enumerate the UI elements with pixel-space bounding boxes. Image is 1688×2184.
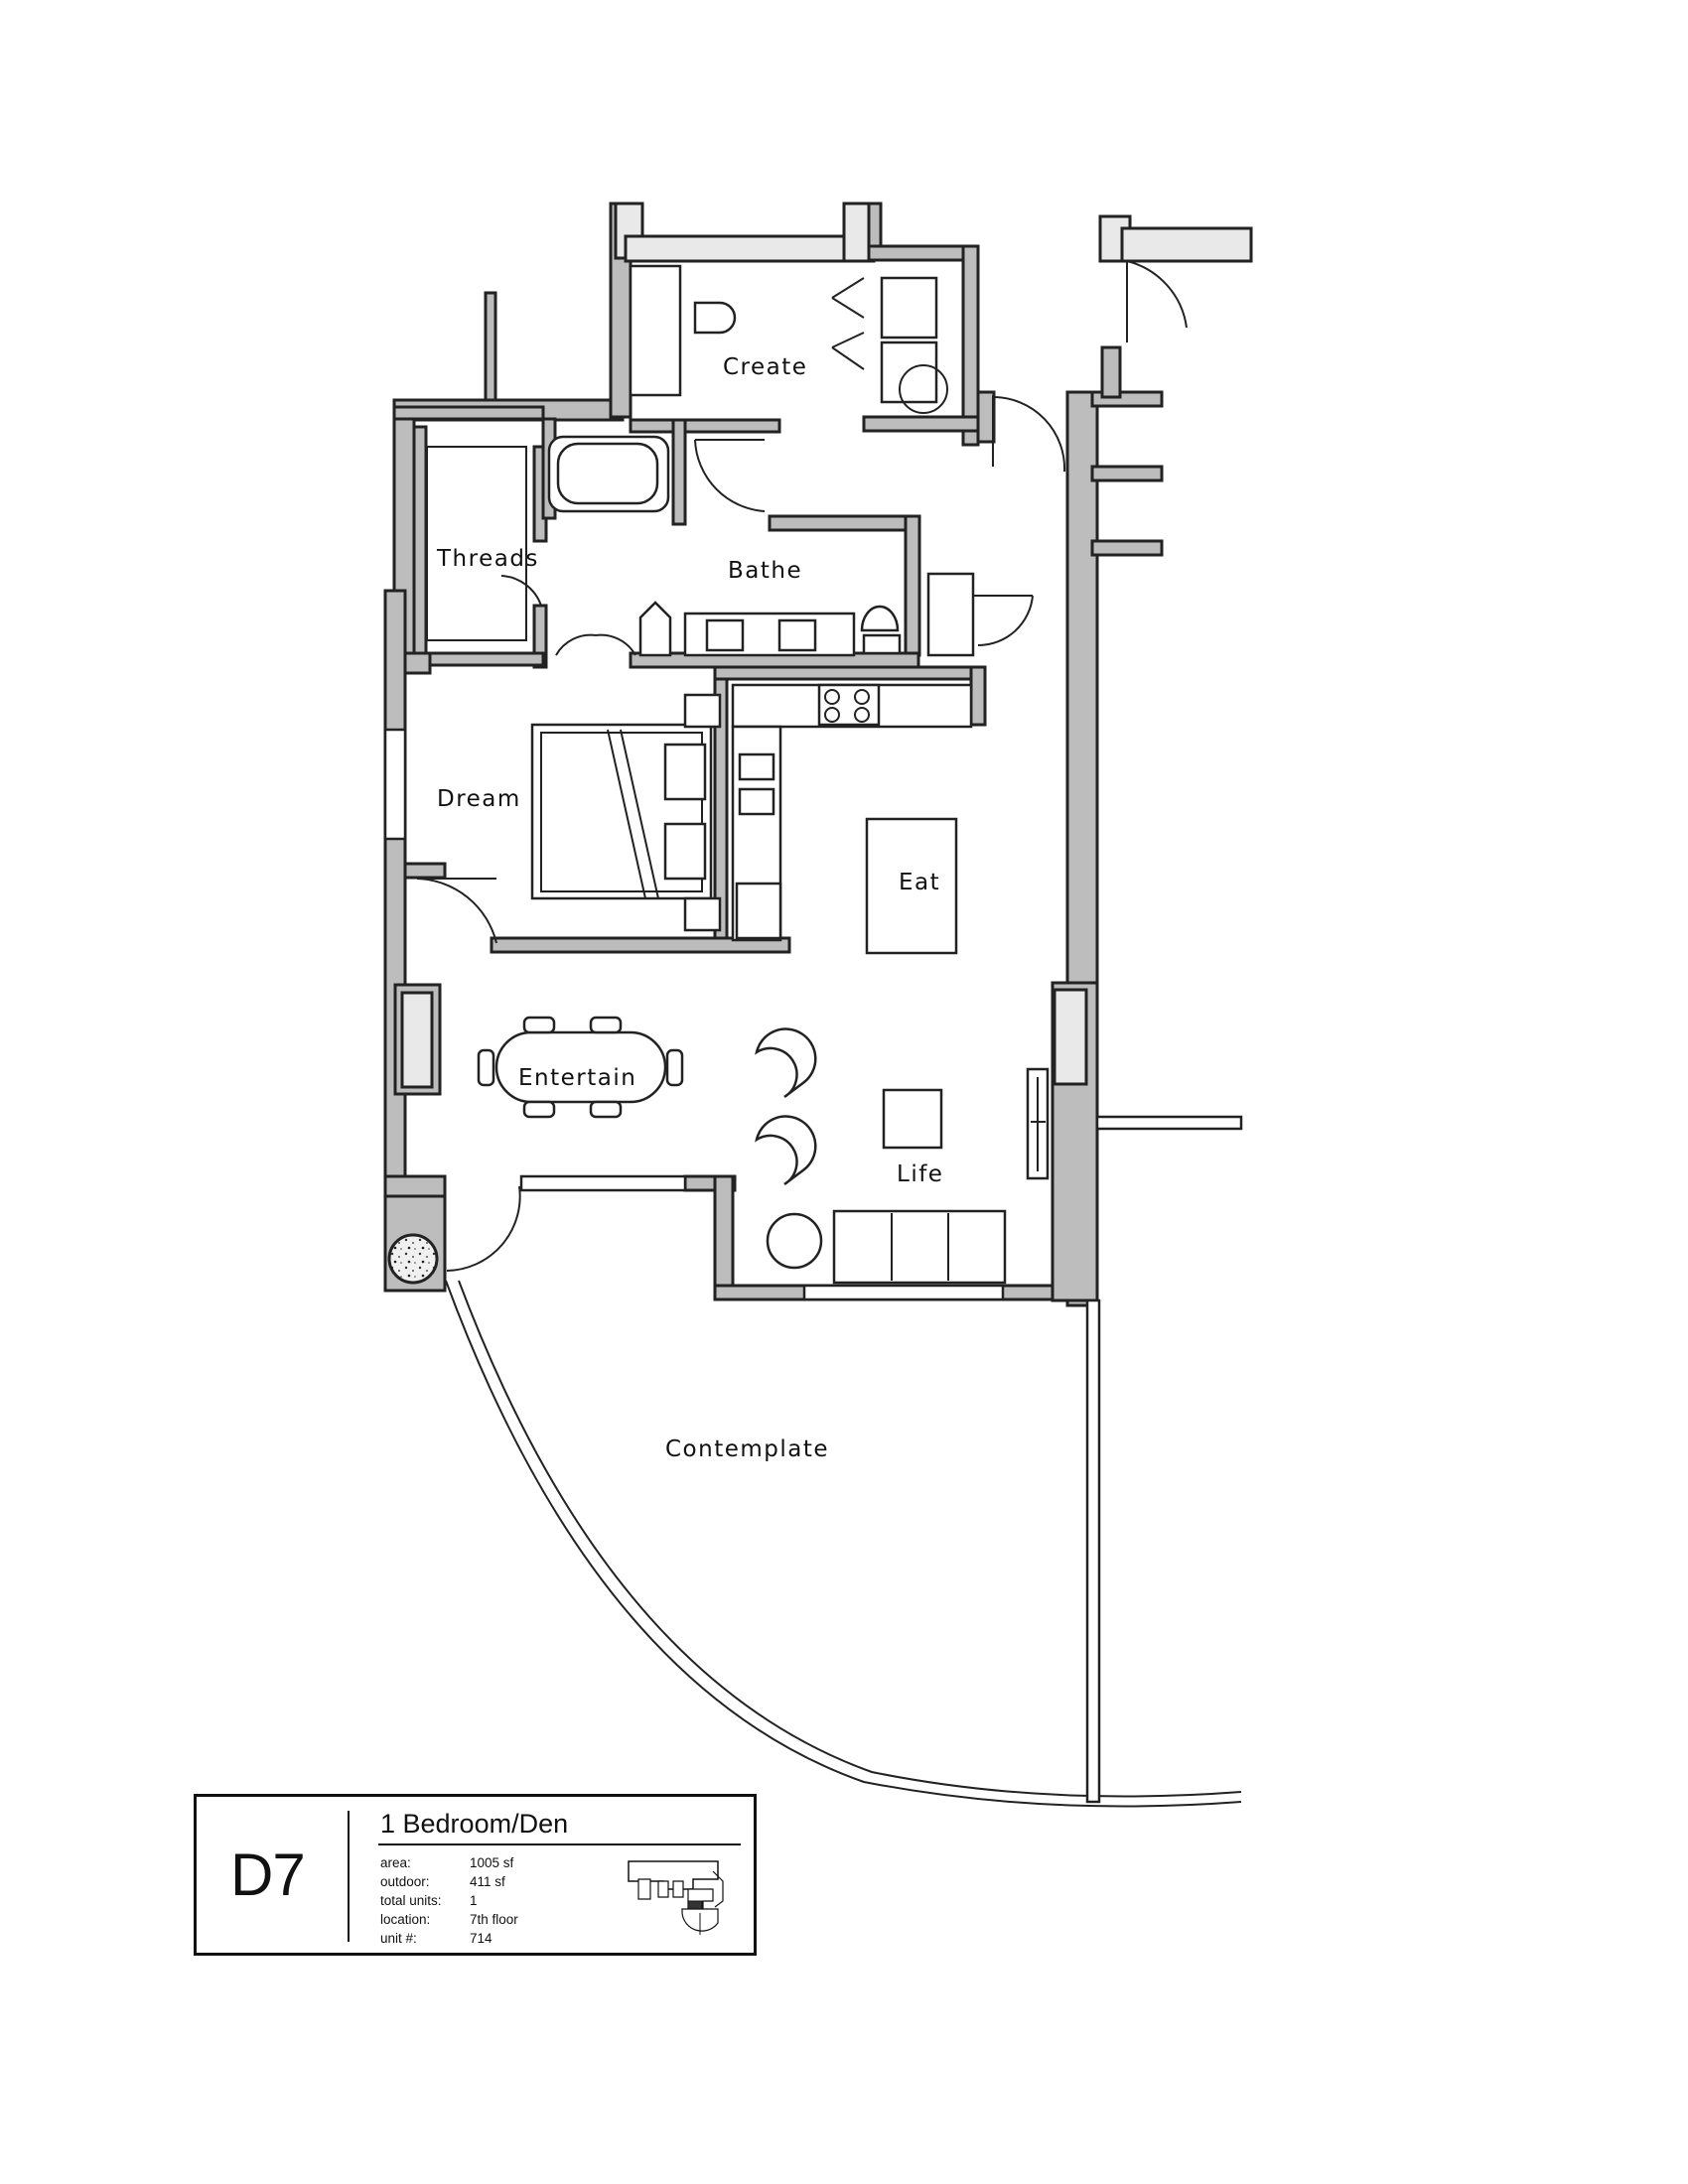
bathe-fixtures [547, 435, 975, 657]
room-label-bathe: Bathe [728, 558, 802, 584]
legend-divider [348, 1811, 350, 1942]
room-label-create: Create [723, 354, 807, 380]
unit-legend: D7 1 Bedroom/Den area:1005 sf outdoor:41… [194, 1794, 757, 1956]
room-label-eat: Eat [899, 870, 940, 895]
room-label-life: Life [897, 1161, 943, 1187]
spec-row: unit #:714 [380, 1931, 492, 1946]
room-label-dream: Dream [437, 786, 521, 812]
create-furniture [629, 264, 948, 414]
doors [416, 260, 1188, 1272]
living-furniture [477, 1016, 1050, 1285]
room-label-threads: Threads [436, 546, 539, 572]
spec-row: area:1005 sf [380, 1855, 514, 1870]
spec-row: location:7th floor [380, 1912, 518, 1927]
room-label-contemplate: Contemplate [665, 1436, 829, 1462]
building-keyplan [628, 1860, 724, 1935]
unit-code: D7 [230, 1842, 306, 1908]
dream-furniture [530, 693, 722, 932]
room-label-entertain: Entertain [518, 1065, 636, 1091]
balcony [445, 1280, 1242, 1808]
walls [383, 202, 1253, 1307]
spec-row: outdoor:411 sf [380, 1874, 505, 1889]
spec-row: total units:1 [380, 1893, 478, 1908]
unit-type: 1 Bedroom/Den [380, 1809, 569, 1839]
threads-closet [426, 446, 527, 641]
unit-specs: area:1005 sf outdoor:411 sf total units:… [380, 1853, 518, 1948]
legend-rule [378, 1843, 741, 1845]
kitchen-fixtures [731, 683, 973, 955]
